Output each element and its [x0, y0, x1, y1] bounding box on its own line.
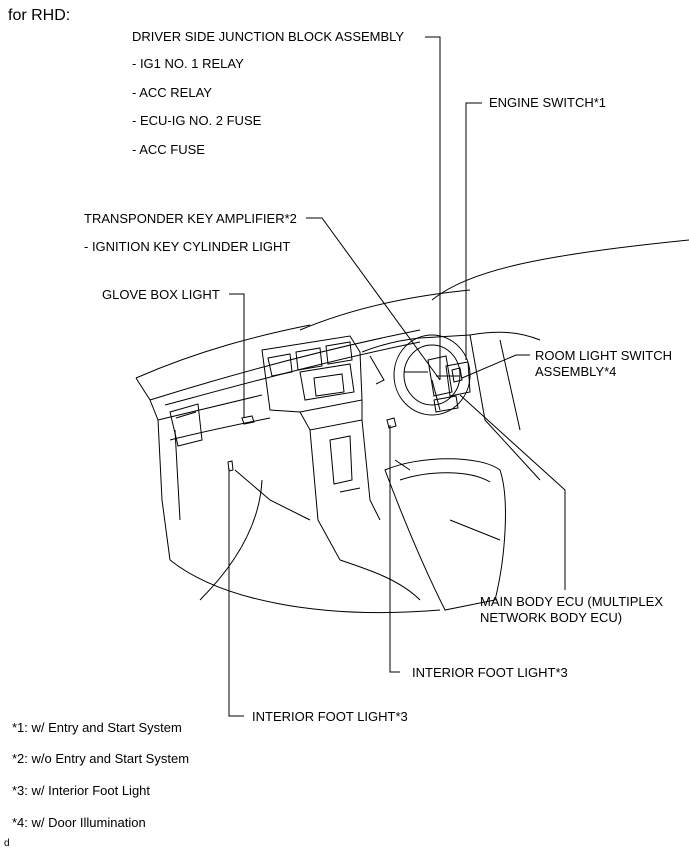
label-ecu-ig-fuse: - ECU-IG NO. 2 FUSE [132, 113, 262, 128]
label-transponder-key-amplifier: TRANSPONDER KEY AMPLIFIER*2 [84, 211, 297, 226]
diagram-heading: for RHD: [8, 7, 71, 24]
note-4: *4: w/ Door Illumination [12, 815, 146, 830]
label-engine-switch: ENGINE SWITCH*1 [489, 95, 607, 110]
corner-mark: d [4, 838, 10, 849]
label-room-light-assembly: ASSEMBLY*4 [535, 364, 617, 379]
label-acc-fuse: - ACC FUSE [132, 142, 205, 157]
label-network-body-ecu: NETWORK BODY ECU) [480, 610, 623, 625]
note-2: *2: w/o Entry and Start System [12, 751, 190, 766]
note-1: *1: w/ Entry and Start System [12, 720, 182, 735]
label-interior-foot-light-right: INTERIOR FOOT LIGHT*3 [412, 665, 568, 680]
label-main-body-ecu: MAIN BODY ECU (MULTIPLEX [480, 594, 663, 609]
label-glove-box-light: GLOVE BOX LIGHT [102, 287, 220, 302]
label-acc-relay: - ACC RELAY [132, 85, 212, 100]
note-3: *3: w/ Interior Foot Light [12, 783, 151, 798]
label-interior-foot-light-left: INTERIOR FOOT LIGHT*3 [252, 709, 408, 724]
label-ig1-relay: - IG1 NO. 1 RELAY [132, 56, 244, 71]
label-room-light-switch: ROOM LIGHT SWITCH [535, 348, 672, 363]
label-ignition-key-cylinder-light: - IGNITION KEY CYLINDER LIGHT [84, 239, 291, 254]
label-driver-junction-block: DRIVER SIDE JUNCTION BLOCK ASSEMBLY [132, 29, 405, 44]
